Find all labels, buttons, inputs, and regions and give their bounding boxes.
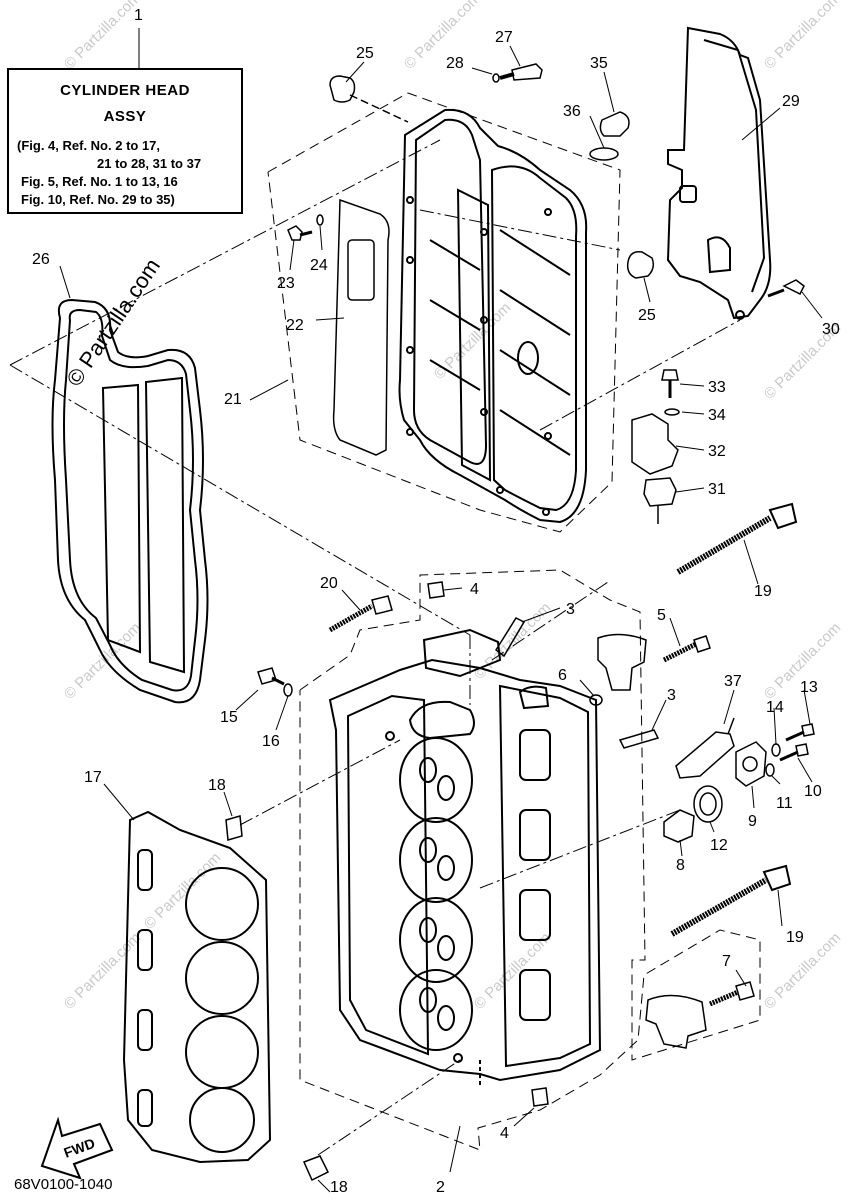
callout-3: 3 <box>667 687 676 704</box>
callout-9: 9 <box>748 813 757 830</box>
callout-17: 17 <box>84 769 102 786</box>
assembly-title-box: CYLINDER HEAD ASSY (Fig. 4, Ref. No. 2 t… <box>7 68 243 214</box>
callout-11: 11 <box>776 795 793 812</box>
callout-18: 18 <box>208 777 226 794</box>
watermark-text: © Partzilla.com <box>431 299 514 382</box>
assembly-subtitle: ASSY <box>103 108 147 125</box>
callout-19: 19 <box>786 929 804 946</box>
head-cover-gasket <box>53 300 208 702</box>
head-bolts <box>672 504 796 934</box>
valve-cover <box>400 110 587 522</box>
callout-31: 31 <box>708 481 726 498</box>
bracket-29 <box>668 28 770 319</box>
watermark-text: © Partzilla.com <box>471 929 554 1012</box>
gasket-22 <box>334 200 389 455</box>
callout-2: 2 <box>436 1179 445 1196</box>
reference-line: Fig. 10, Ref. No. 29 to 35) <box>21 192 175 207</box>
cylinder-head <box>330 630 600 1086</box>
callout-25: 25 <box>356 45 374 62</box>
callout-29: 29 <box>782 93 800 110</box>
callout-16: 16 <box>262 733 280 750</box>
callout-34: 34 <box>708 407 726 424</box>
callout-22: 22 <box>286 317 304 334</box>
callout-14: 14 <box>766 699 784 716</box>
assembly-title: CYLINDER HEAD <box>60 82 190 99</box>
callout-1: 1 <box>134 7 143 24</box>
reference-line: 21 to 28, 31 to 37 <box>97 156 202 171</box>
upper-small-parts <box>288 64 804 524</box>
callout-25: 25 <box>638 307 656 324</box>
alignment-lines <box>10 140 740 1155</box>
callout-20: 20 <box>320 575 338 592</box>
callout-30: 30 <box>822 321 840 338</box>
callout-33: 33 <box>708 379 726 396</box>
callout-6: 6 <box>558 667 567 684</box>
callout-12: 12 <box>710 837 728 854</box>
callout-27: 27 <box>495 29 513 46</box>
callout-5: 5 <box>657 607 666 624</box>
callout-32: 32 <box>708 443 726 460</box>
drawing-number: 68V0100-1040 <box>14 1176 113 1193</box>
callout-18: 18 <box>330 1179 348 1196</box>
callout-10: 10 <box>804 783 822 800</box>
callout-28: 28 <box>446 55 464 72</box>
callout-4: 4 <box>500 1125 509 1142</box>
watermark-text: © Partzilla.com <box>61 0 144 73</box>
lower-small-parts <box>226 582 814 1180</box>
callout-35: 35 <box>590 55 608 72</box>
callout-numbers: 1 25 27 28 35 36 29 26 23 24 22 21 25 30… <box>32 7 840 1196</box>
callout-24: 24 <box>310 257 328 274</box>
callout-36: 36 <box>563 103 581 120</box>
watermark-text: © Partzilla.com <box>61 929 144 1012</box>
callout-21: 21 <box>224 391 242 408</box>
reference-line: Fig. 5, Ref. No. 1 to 13, 16 <box>21 174 178 189</box>
callout-19: 19 <box>754 583 772 600</box>
valve-cover-group-outline <box>268 93 620 532</box>
callout-37: 37 <box>724 673 742 690</box>
fwd-arrow: FWD <box>42 1120 112 1178</box>
head-gasket <box>124 812 270 1162</box>
callout-7: 7 <box>722 953 731 970</box>
watermark-main: © Partzilla.com <box>61 254 165 391</box>
callout-leaders <box>60 46 822 1192</box>
reference-line: (Fig. 4, Ref. No. 2 to 17, <box>17 138 161 153</box>
watermark-text: © Partzilla.com <box>401 0 484 73</box>
callout-4: 4 <box>470 581 479 598</box>
callout-3: 3 <box>566 601 575 618</box>
watermark-text: © Partzilla.com <box>761 0 844 73</box>
callout-13: 13 <box>800 679 818 696</box>
watermark-text: © Partzilla.com <box>141 849 224 932</box>
cylinder-head-group-outline <box>300 570 760 1150</box>
callout-26: 26 <box>32 251 50 268</box>
callout-8: 8 <box>676 857 685 874</box>
callout-15: 15 <box>220 709 238 726</box>
callout-23: 23 <box>277 275 295 292</box>
